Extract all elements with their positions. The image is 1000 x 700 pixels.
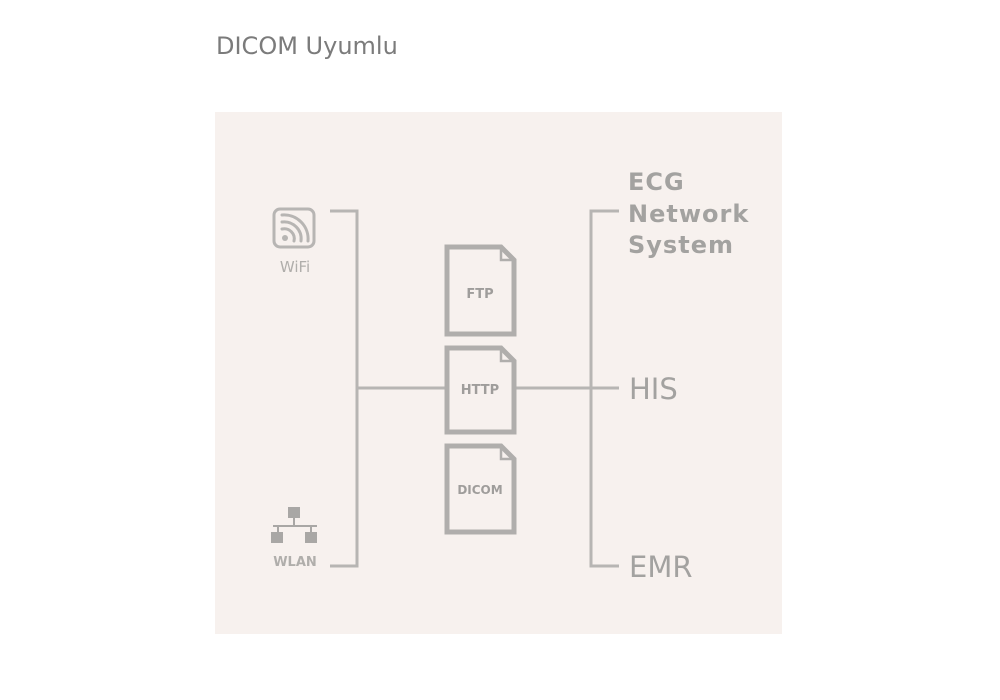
wifi-label: WiFi [280, 258, 310, 276]
wifi-icon [272, 207, 316, 249]
document-icon-dicom [444, 443, 517, 535]
document-icon-http [444, 345, 517, 435]
page-title: DICOM Uyumlu [216, 32, 398, 60]
destination-emr: EMR [629, 550, 693, 584]
protocol-label-http: HTTP [461, 383, 499, 398]
network-diagram: WiFi WLAN FTP HTTP [215, 112, 782, 634]
network-icon [271, 507, 317, 543]
wlan-label: WLAN [273, 555, 317, 570]
protocol-label-ftp: FTP [466, 287, 493, 302]
diagram-panel: WiFi WLAN FTP HTTP [215, 112, 782, 634]
output-bracket [589, 209, 619, 568]
destination-his: HIS [629, 372, 678, 406]
system-label-line3: System [628, 231, 734, 259]
document-icon-ftp [444, 244, 517, 337]
protocol-label-dicom: DICOM [457, 483, 502, 497]
system-label-line1: ECG [628, 168, 685, 196]
system-label-line2: Network [628, 200, 749, 228]
